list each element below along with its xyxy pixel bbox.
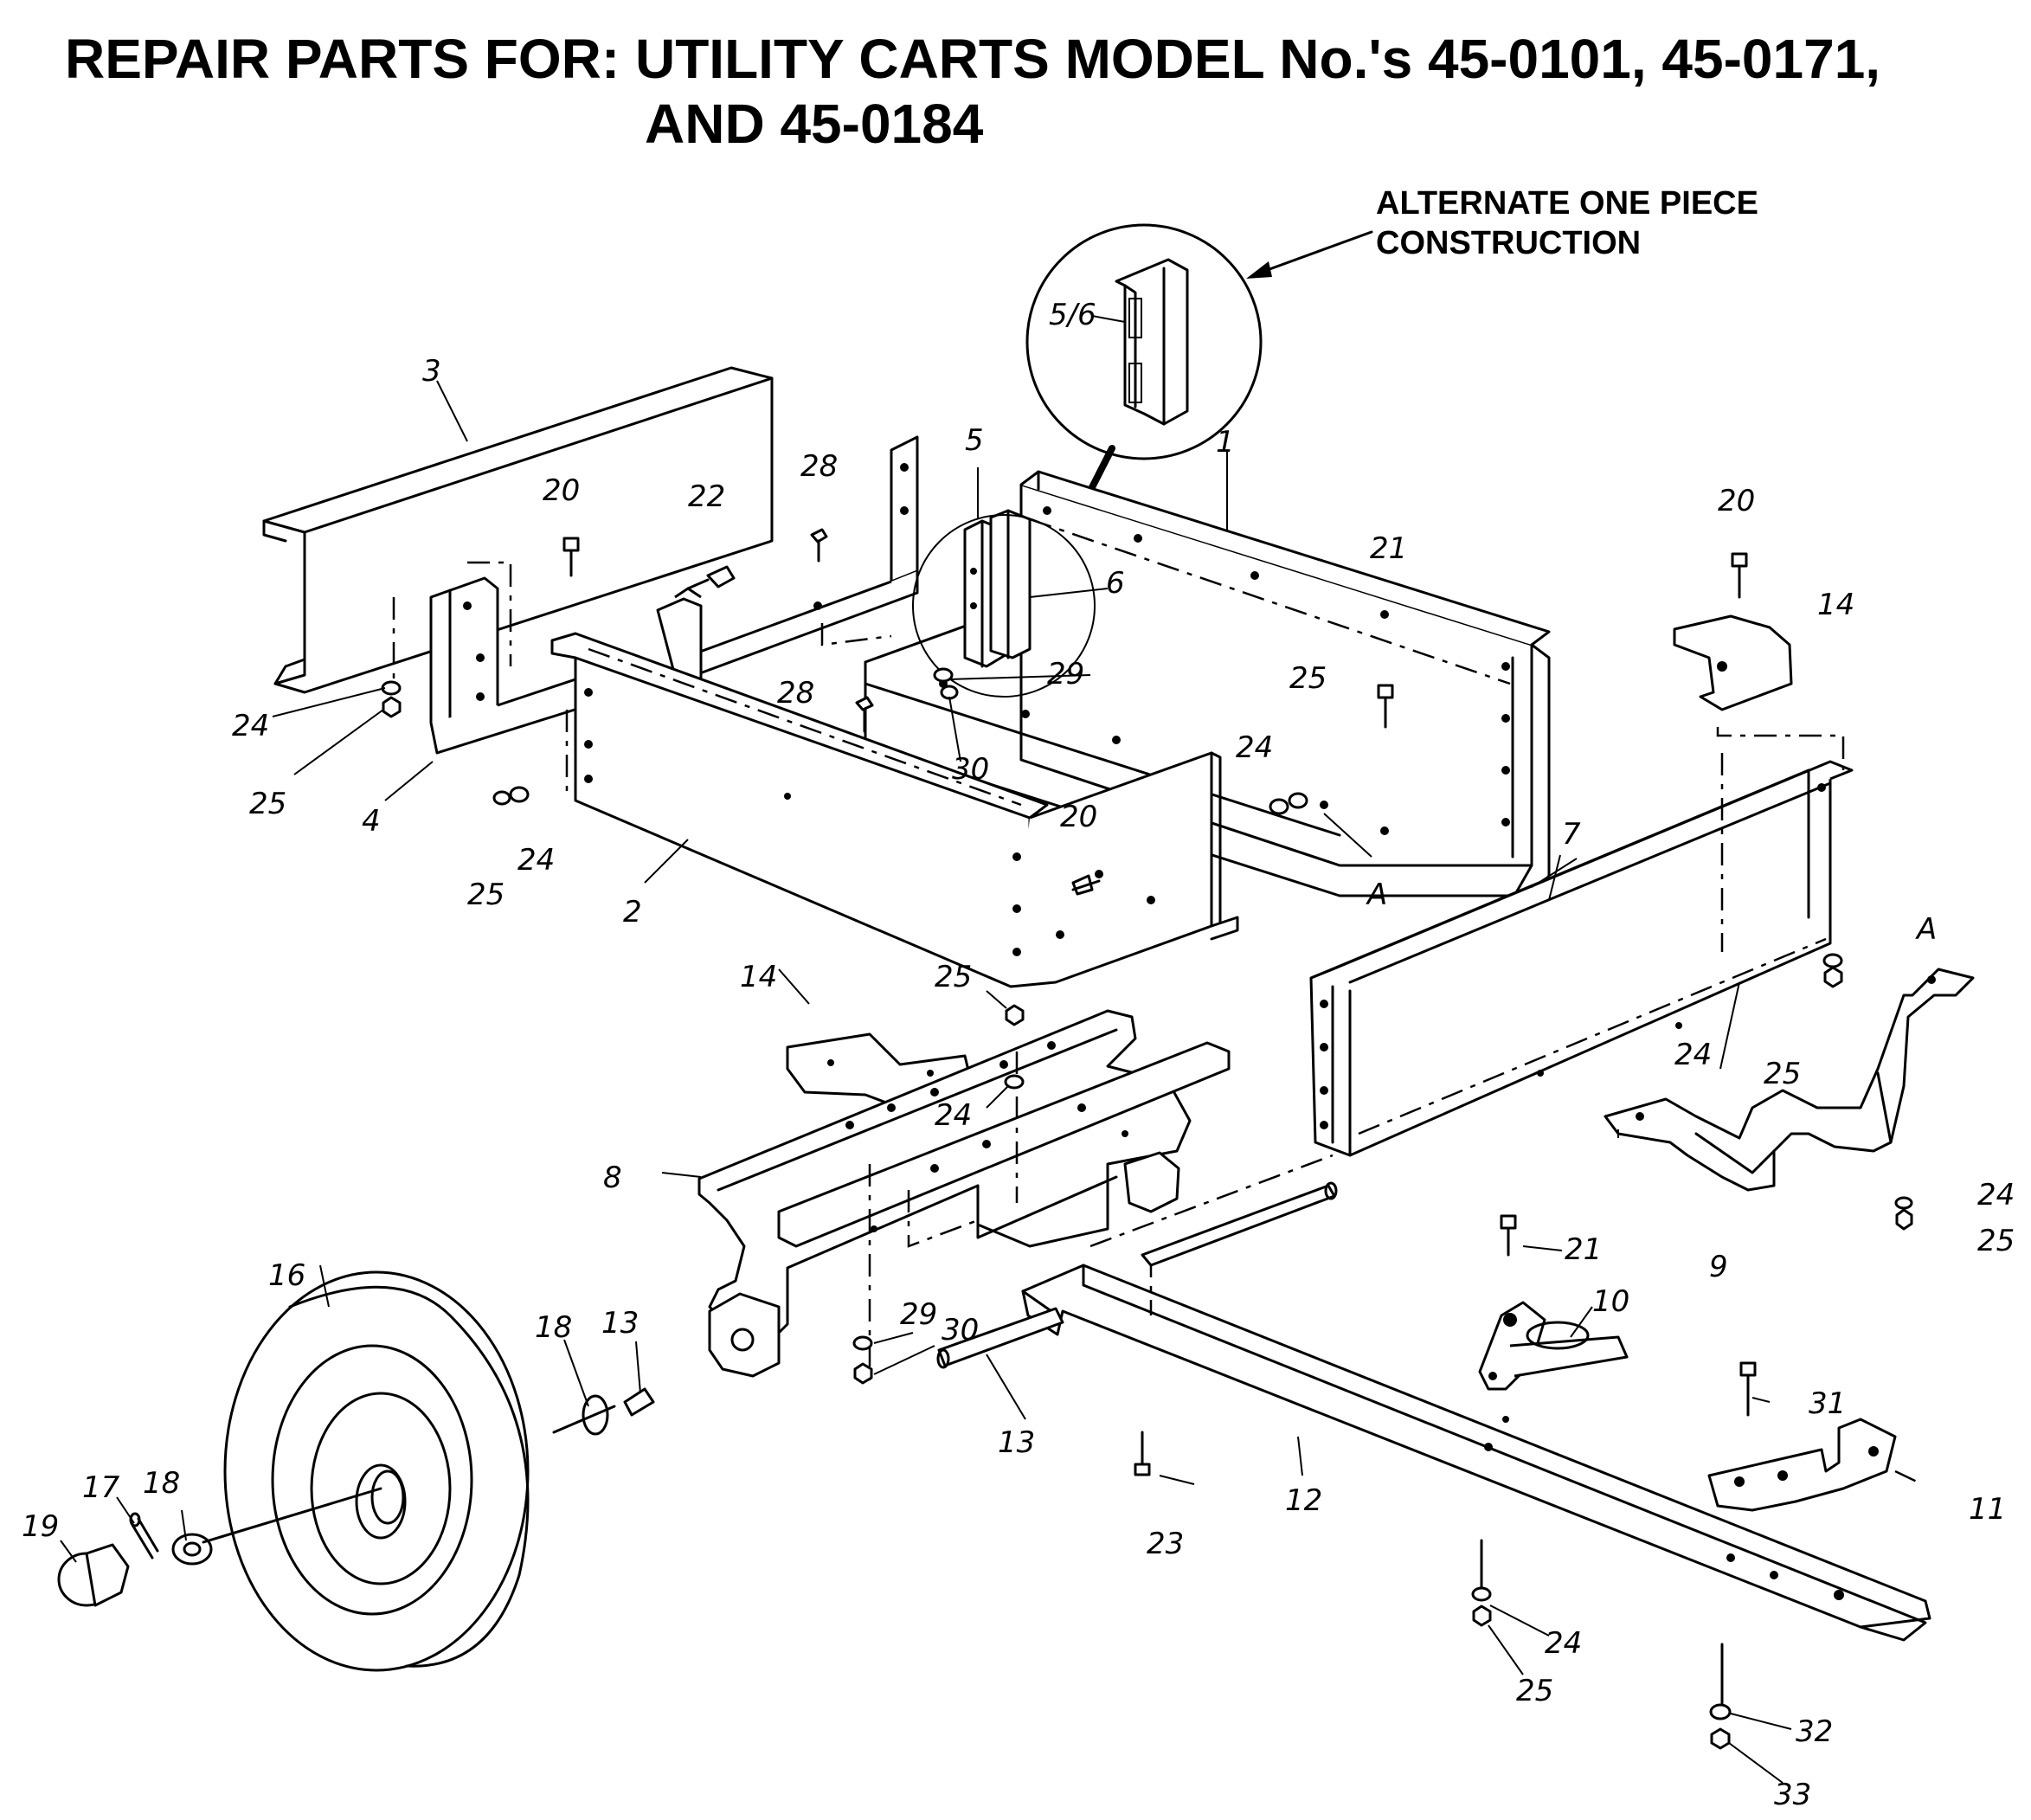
callout-13-stub: 13	[601, 1306, 639, 1341]
callout-29-top: 29	[1047, 657, 1084, 691]
inset-label-line-2: CONSTRUCTION	[1376, 225, 1641, 261]
part-18-washer-inner	[552, 1394, 616, 1436]
part-8-carriage-frame	[697, 1009, 1231, 1380]
callout-A-top: A	[1366, 878, 1387, 912]
part-14-bracket-right	[1673, 614, 1845, 770]
callout-25-cross-panel: 25	[1764, 1057, 1801, 1091]
part-11-hitch-plate	[1707, 1418, 1918, 1512]
callout-24-left: 24	[232, 709, 269, 743]
callout-18-outer: 18	[143, 1466, 180, 1501]
callout-18-inner: 18	[535, 1310, 572, 1345]
part-13-axle-stub	[623, 1387, 655, 1417]
callout-20-left: 20	[543, 473, 580, 508]
callout-20-mid: 20	[1060, 800, 1097, 834]
diagram-title-line-2: AND 45-0184	[645, 93, 984, 155]
callout-25-mid-left: 25	[467, 878, 505, 912]
callout-16: 16	[268, 1258, 305, 1293]
inset-label-line-1: ALTERNATE ONE PIECE	[1376, 185, 1758, 222]
callout-13-front: 13	[998, 1425, 1035, 1460]
part-18-washer-outer	[171, 1533, 213, 1566]
callout-24-center: 24	[935, 1098, 972, 1133]
callout-24-cross-panel: 24	[1674, 1038, 1712, 1072]
callout-24-top-right: 24	[1236, 730, 1273, 765]
callout-22: 22	[688, 479, 725, 514]
callout-28-mid: 28	[777, 676, 814, 711]
inset-label-arrowhead	[1246, 261, 1272, 279]
callout-25-brace: 25	[1977, 1224, 2015, 1258]
callout-30-low: 30	[942, 1313, 979, 1347]
callout-1: 1	[1216, 425, 1235, 460]
callout-4: 4	[362, 804, 381, 839]
callout-11: 11	[1969, 1492, 2006, 1527]
part-7-cross-panel	[1309, 753, 1854, 1157]
inset-magnifier-circle	[1025, 223, 1263, 460]
callout-5-6: 5/6	[1049, 298, 1096, 332]
callout-31: 31	[1809, 1386, 1846, 1421]
callout-6: 6	[1106, 566, 1125, 601]
callout-30-top: 30	[952, 752, 989, 787]
callout-23: 23	[1147, 1527, 1184, 1561]
part-10-spring-hitch	[1478, 1301, 1629, 1391]
callout-5: 5	[965, 423, 984, 458]
callout-20-right: 20	[1718, 484, 1755, 518]
callout-25-top-right: 25	[1289, 661, 1327, 696]
part-17-cotter-pin	[129, 1512, 159, 1560]
part-12-tongue	[1021, 1154, 1931, 1642]
callout-32: 32	[1796, 1714, 1833, 1749]
callout-21-top: 21	[1370, 531, 1407, 566]
callout-A-right: A	[1915, 912, 1937, 947]
callout-8: 8	[603, 1161, 622, 1195]
part-16-wheel	[223, 1270, 530, 1672]
callout-14-right: 14	[1817, 588, 1854, 622]
rear-rail-assembly	[656, 435, 919, 694]
callout-24-bottom: 24	[1545, 1626, 1582, 1661]
callout-24-mid-left: 24	[517, 843, 555, 878]
part-2-left-side-panel	[550, 632, 1239, 988]
callout-10: 10	[1592, 1284, 1629, 1319]
fastener-bolts	[562, 528, 1757, 1476]
callout-21-lower: 21	[1565, 1232, 1602, 1267]
callout-12: 12	[1285, 1483, 1322, 1518]
part-13-axle-front	[936, 1307, 1064, 1369]
callout-25-center: 25	[935, 960, 972, 994]
callout-9: 9	[1709, 1250, 1728, 1284]
callout-2: 2	[623, 895, 642, 929]
callout-33: 33	[1774, 1778, 1811, 1812]
callout-19: 19	[22, 1509, 59, 1544]
part-13-axle-rear	[1141, 1181, 1338, 1267]
diagram-title-line-1: REPAIR PARTS FOR: UTILITY CARTS MODEL No…	[65, 28, 1880, 90]
part-3-front-panel	[262, 366, 774, 694]
part-1-right-side-panel	[864, 470, 1551, 897]
callout-28-top: 28	[800, 449, 838, 484]
alternate-construction-inset: ALTERNATE ONE PIECE CONSTRUCTION 5/6	[1025, 185, 1758, 552]
callout-labels: 3 1 5 6 28 22 20 20 14 21 29 28 25 24 24…	[22, 354, 2015, 1812]
callout-leaders	[60, 380, 1792, 1784]
callout-14-center: 14	[740, 960, 777, 994]
callout-25-left: 25	[249, 787, 286, 821]
part-5-6-posts	[912, 509, 1096, 698]
callout-29-low: 29	[900, 1297, 937, 1332]
part-4-rear-bracket	[392, 561, 590, 792]
callout-17: 17	[82, 1470, 120, 1505]
callout-24-brace: 24	[1977, 1178, 2015, 1212]
callout-3: 3	[422, 354, 441, 389]
callout-25-bottom: 25	[1516, 1674, 1553, 1708]
fastener-nuts-washers	[381, 667, 1913, 1750]
callout-7: 7	[1562, 817, 1581, 852]
part-9-hitch-brace	[1604, 968, 1975, 1192]
part-19-hub-cap	[57, 1543, 130, 1607]
